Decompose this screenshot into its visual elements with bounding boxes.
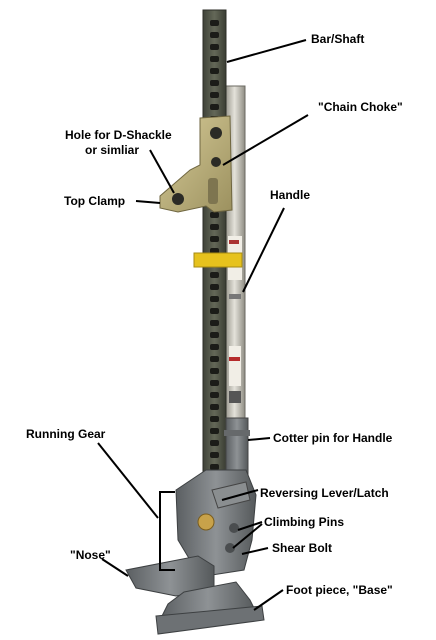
top-clamp-plate xyxy=(159,115,233,213)
running-gear-bracket xyxy=(159,491,175,571)
bar-hole xyxy=(210,284,219,290)
leader-handle xyxy=(242,207,285,293)
bar-hole xyxy=(210,212,219,218)
bar-hole xyxy=(210,296,219,302)
label-handle: Handle xyxy=(270,188,311,202)
label-chain-choke: "Chain Choke" xyxy=(318,100,403,114)
bar-hole xyxy=(210,464,219,470)
leader-shear-bolt xyxy=(241,547,269,555)
label-hole-line1: Hole for D-Shackle xyxy=(65,128,172,142)
label-reversing-lever: Reversing Lever/Latch xyxy=(260,486,389,500)
bar-hole xyxy=(210,32,219,38)
bar-hole xyxy=(210,272,219,278)
bar-hole xyxy=(210,80,219,86)
bar-hole xyxy=(210,308,219,314)
bar-hole xyxy=(210,392,219,398)
label-foot-piece: Foot piece, "Base" xyxy=(286,583,393,597)
leader-bar-shaft xyxy=(226,39,307,63)
leader-reversing-lever xyxy=(221,489,259,501)
bar-hole xyxy=(210,320,219,326)
foot-base xyxy=(155,581,265,635)
handle-socket xyxy=(224,417,250,479)
label-hole-line2: or simliar xyxy=(85,143,140,157)
leader-running-gear xyxy=(97,442,159,519)
bar-hole xyxy=(210,404,219,410)
leader-cotter-pin xyxy=(247,437,271,441)
bar-hole xyxy=(210,356,219,362)
bar-hole xyxy=(210,92,219,98)
label-nose: "Nose" xyxy=(70,548,111,562)
bar-hole xyxy=(210,344,219,350)
leader-lines xyxy=(97,39,309,611)
label-top-clamp: Top Clamp xyxy=(64,194,126,208)
bar-hole xyxy=(210,416,219,422)
leader-top-clamp xyxy=(135,200,161,204)
label-shear-bolt: Shear Bolt xyxy=(272,541,333,555)
label-cotter-pin: Cotter pin for Handle xyxy=(273,431,393,445)
bar-hole xyxy=(210,68,219,74)
bar-hole xyxy=(210,380,219,386)
bar-hole xyxy=(210,44,219,50)
bar-hole xyxy=(210,56,219,62)
leader-foot-piece xyxy=(253,589,284,611)
label-climbing-pins: Climbing Pins xyxy=(264,515,345,529)
label-running-gear: Running Gear xyxy=(26,427,106,441)
yellow-band xyxy=(193,252,243,268)
bar-hole xyxy=(210,332,219,338)
bar-hole xyxy=(210,452,219,458)
leader-climbing-pins-2 xyxy=(232,523,263,549)
leader-climbing-pins-1 xyxy=(237,521,263,531)
label-bar-shaft: Bar/Shaft xyxy=(311,32,365,46)
bar-hole xyxy=(210,224,219,230)
bar-hole xyxy=(210,104,219,110)
bar-hole xyxy=(210,236,219,242)
bar-hole xyxy=(210,440,219,446)
leader-nose xyxy=(101,558,129,577)
leader-hole xyxy=(149,149,175,194)
bar-hole xyxy=(210,368,219,374)
bar-hole xyxy=(210,428,219,434)
leader-chain-choke xyxy=(222,114,309,166)
bar-hole xyxy=(210,20,219,26)
